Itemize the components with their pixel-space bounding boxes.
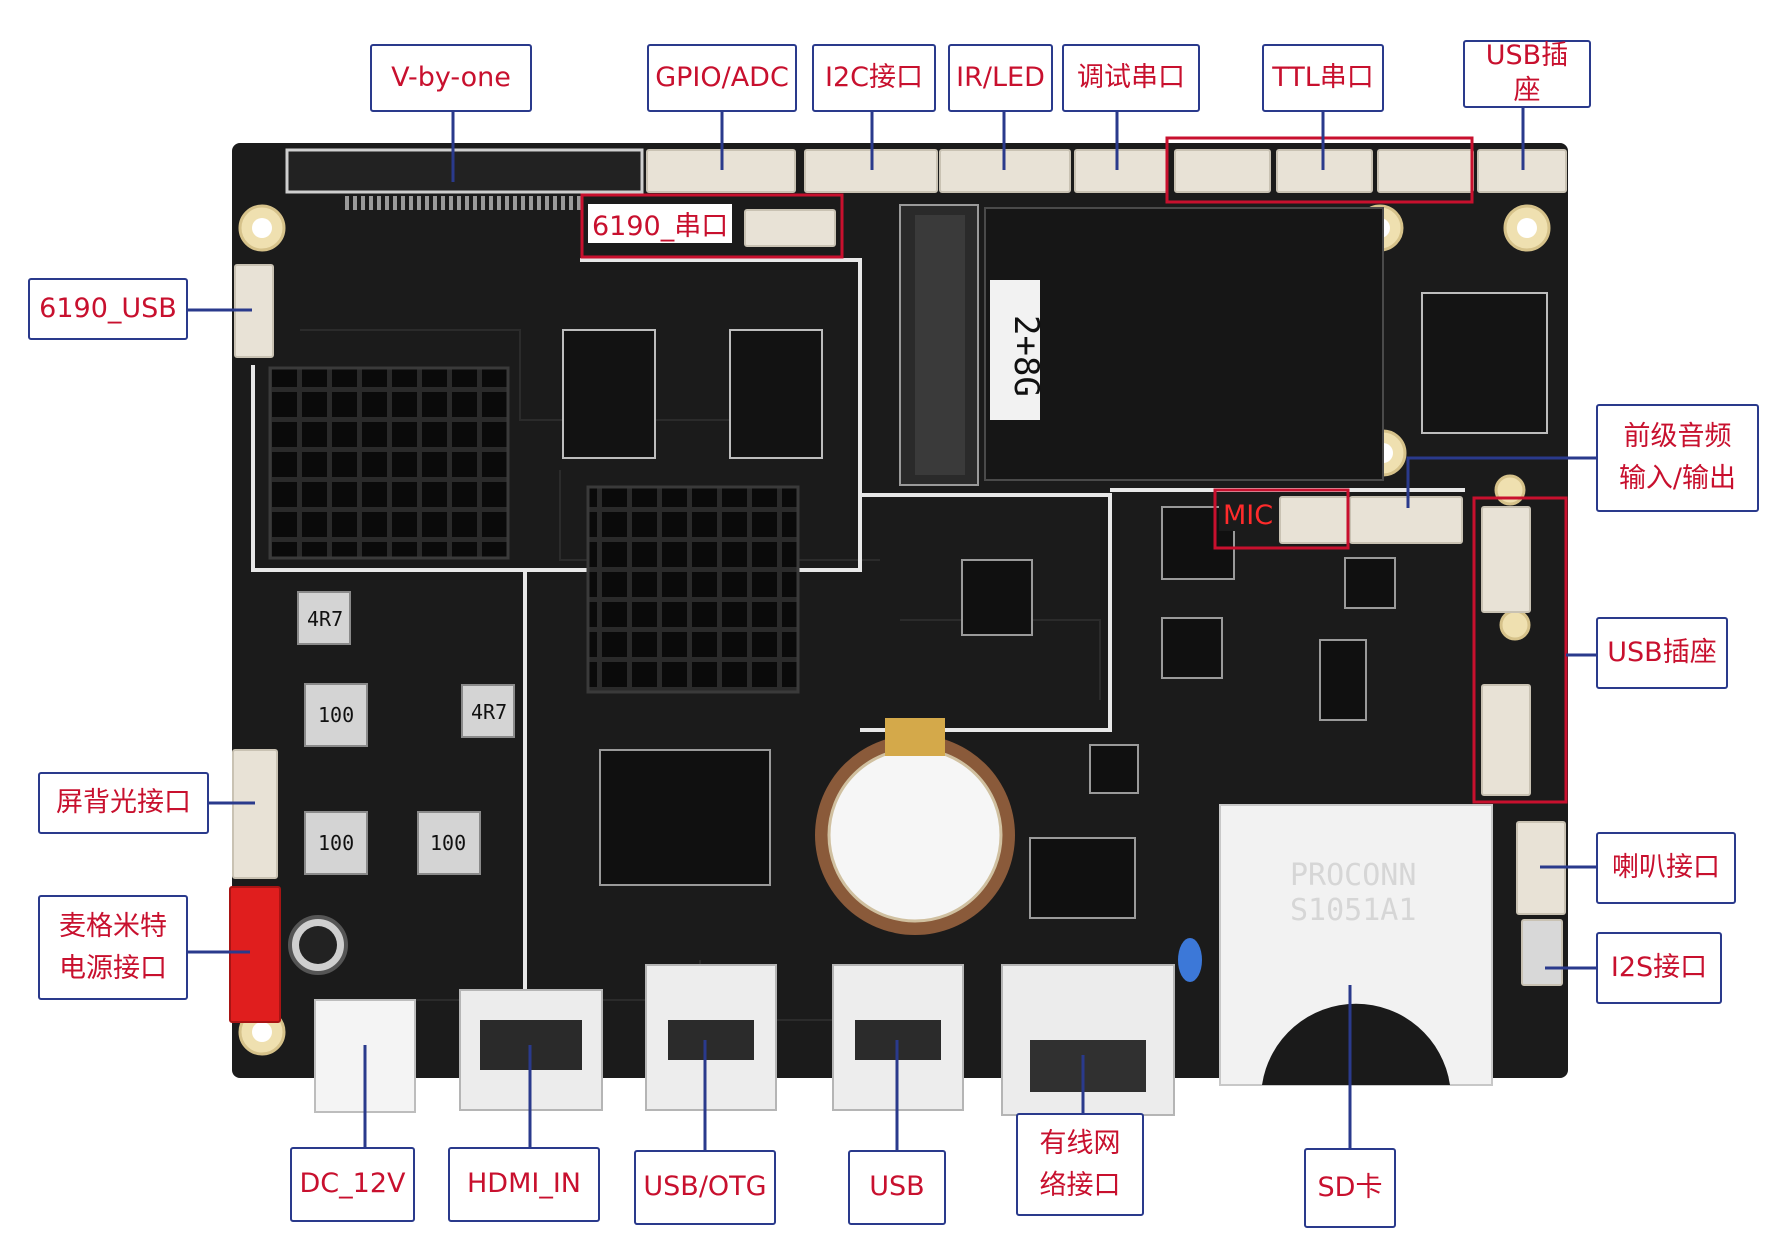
capacitor [288,915,348,975]
svg-text:4R7: 4R7 [471,700,507,724]
heatsinks [268,366,800,694]
left-connectors [229,264,281,1023]
label-hdmi-in: HDMI_IN [448,1147,600,1222]
label-sd: SD卡 [1304,1148,1396,1228]
sd-card-slot: PROCONN S1051A1 [1219,804,1493,1086]
svg-text:100: 100 [318,703,354,727]
svg-text:2+8G: 2+8G [1006,315,1046,397]
leader-lines [188,108,1596,1150]
label-i2s: I2S接口 [1596,932,1722,1004]
inductors [297,591,515,875]
svg-text:S1051A1: S1051A1 [1290,893,1416,928]
emmc-module: 2+8G [984,207,1384,481]
sim-module [1421,292,1548,434]
svg-text:PROCONN: PROCONN [1290,858,1416,893]
rtc-battery [815,718,1015,935]
label-ttl-uart: TTL串口 [1262,44,1384,112]
label-i2c: I2C接口 [812,44,936,112]
label-mic: MIC [1219,500,1278,531]
label-dc12v: DC_12V [290,1147,415,1222]
label-front-audio: 前级音频 输入/输出 [1596,404,1759,512]
label-usb-otg: USB/OTG [634,1150,776,1225]
label-ir-led: IR/LED [948,44,1053,112]
svg-text:100: 100 [318,831,354,855]
ethernet-transformer [1029,837,1136,919]
label-usb: USB [848,1150,946,1225]
svg-text:4R7: 4R7 [307,607,343,631]
label-vbyone: V-by-one [370,44,532,112]
label-uart-6190: 6190_串口 [588,204,733,243]
vbyone-connector [285,148,644,210]
y-capacitor [1178,938,1202,982]
ethernet-port [1001,964,1175,1116]
label-debug-uart: 调试串口 [1062,44,1200,112]
usb-otg-port [645,964,777,1111]
dram-chips [562,329,823,459]
label-usb-socket-top: USB插座 [1463,40,1591,108]
label-usb-6190: 6190_USB [28,278,188,340]
label-usb-socket-right: USB插座 [1596,617,1728,689]
svg-text:100: 100 [430,831,466,855]
label-gpio-adc: GPIO/ADC [647,44,797,112]
label-magmet-power: 麦格米特 电源接口 [38,895,188,1000]
highlight-boxes [580,136,1568,804]
label-speaker: 喇叭接口 [1596,832,1736,904]
label-backlight: 屏背光接口 [38,772,209,834]
label-ethernet: 有线网 络接口 [1016,1113,1144,1216]
m2-slot [899,204,979,486]
top-connectors [646,149,1567,247]
